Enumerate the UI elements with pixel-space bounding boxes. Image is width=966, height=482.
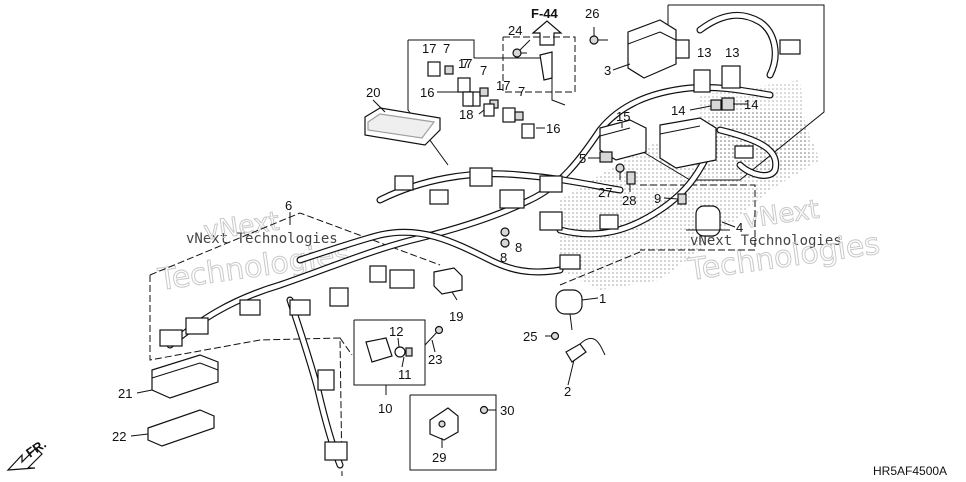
- callout-7c: 7: [518, 84, 525, 99]
- callout-19: 19: [449, 309, 463, 324]
- callout-5: 5: [579, 151, 586, 166]
- part-19-fuse: [433, 267, 463, 295]
- callout-28: 28: [622, 193, 636, 208]
- part-27-clip: [615, 163, 625, 173]
- callout-17a: 17: [422, 41, 436, 56]
- callout-8a: 8: [515, 240, 522, 255]
- callout-15: 15: [616, 109, 630, 124]
- part-10-sensor-assembly: [365, 337, 413, 363]
- part-21-fuse-box: [151, 354, 219, 399]
- diagram-code: HR5AF4500A: [873, 464, 947, 478]
- callout-30: 30: [500, 403, 514, 418]
- callout-22: 22: [112, 429, 126, 444]
- part-15-fuse-box: [599, 119, 647, 161]
- part-28-clip: [626, 171, 636, 185]
- callout-21: 21: [118, 386, 132, 401]
- part-30-bolt: [479, 405, 489, 415]
- part-4-relay: [686, 205, 730, 237]
- part-13-relays: [693, 65, 741, 93]
- callout-9: 9: [654, 191, 661, 206]
- callout-2: 2: [564, 384, 571, 399]
- watermark-small-2: vNext Technologies: [690, 233, 842, 249]
- part-junction-block: [659, 117, 717, 169]
- part-20-cover: [364, 107, 441, 146]
- part-5-connector: [599, 151, 613, 163]
- callout-16a: 16: [420, 85, 434, 100]
- callout-29: 29: [432, 450, 446, 465]
- callout-17c: 17: [496, 78, 510, 93]
- part-16-18-holders: [462, 91, 535, 139]
- callout-14b: 14: [744, 97, 758, 112]
- callout-11: 11: [398, 367, 412, 382]
- callout-27: 27: [598, 185, 612, 200]
- front-arrow-icon: [6, 447, 43, 471]
- callout-8b: 8: [500, 250, 507, 265]
- front-direction-indicator: FR.: [6, 436, 49, 471]
- callout-26: 26: [585, 6, 599, 21]
- callout-23: 23: [428, 352, 442, 367]
- callout-7d: 7: [462, 56, 469, 71]
- part-29-bracket: [429, 407, 459, 441]
- part-26-bolt: [589, 35, 608, 45]
- group-boundary-29: [409, 394, 497, 471]
- part-2-terminal: [565, 337, 606, 363]
- part-1-solenoid: [555, 289, 583, 331]
- callout-1: 1: [599, 291, 606, 306]
- callout-7b: 7: [480, 63, 487, 78]
- figure-ref-arrow: [531, 20, 563, 46]
- callout-4: 4: [736, 220, 743, 235]
- group-boundary-10: [353, 319, 426, 386]
- callout-18: 18: [459, 107, 473, 122]
- group-boundary-bracket: [502, 36, 576, 93]
- part-8-clips: [500, 227, 510, 248]
- callout-25: 25: [523, 329, 537, 344]
- callout-6: 6: [285, 198, 292, 213]
- callout-12: 12: [389, 324, 403, 339]
- part-22-cover: [147, 409, 215, 447]
- callout-17b: 17: [458, 56, 472, 71]
- harness-connectors: [159, 39, 801, 461]
- callout-3: 3: [604, 63, 611, 78]
- callout-24: 24: [508, 23, 522, 38]
- callout-10: 10: [378, 401, 392, 416]
- part-3-control-module: [627, 19, 677, 79]
- figure-ref-label: F-44: [531, 6, 559, 21]
- group-boundary-relays: [408, 39, 475, 58]
- part-9-connector: [677, 193, 687, 205]
- watermark-small-1: vNext Technologies: [186, 231, 338, 247]
- callout-16b: 16: [546, 121, 560, 136]
- part-bracket: [539, 51, 553, 81]
- leader-lines: [130, 27, 748, 448]
- part-25-bolt: [550, 331, 560, 341]
- callout-20: 20: [366, 85, 380, 100]
- part-14-holders: [710, 97, 735, 111]
- part-23-bolt: [424, 325, 444, 346]
- group-boundary-right: [639, 4, 825, 181]
- callout-13b: 13: [725, 45, 739, 60]
- callout-13a: 13: [697, 45, 711, 60]
- callout-labels: 1 2 3 4 5 6 7 7 7 7 8 8 9 10 11 12 13 13…: [112, 6, 758, 465]
- callout-14a: 14: [671, 103, 685, 118]
- part-24-bolt: [512, 48, 527, 58]
- callout-7a: 7: [443, 41, 450, 56]
